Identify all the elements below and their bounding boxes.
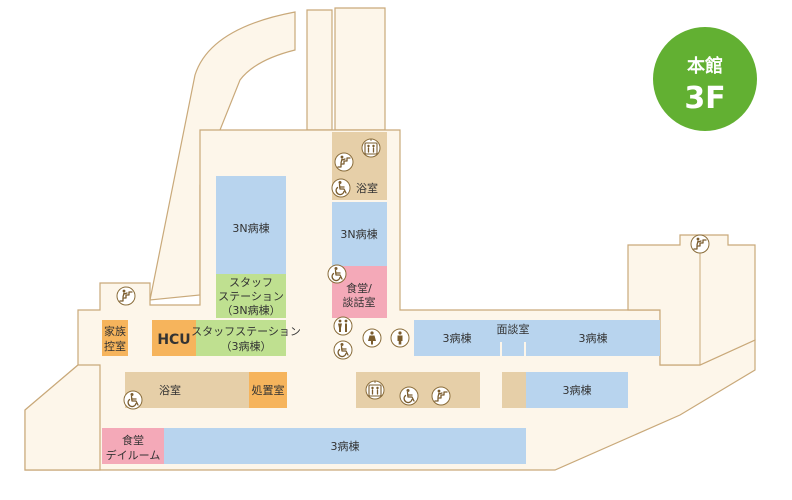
ward-3-right-bottom-room <box>526 372 628 408</box>
treatment-label: 処置室 <box>252 383 285 397</box>
ward-3n-right-label: 3N病棟 <box>340 227 377 241</box>
elevator-icon <box>365 380 385 400</box>
dining-label-2: 談話室 <box>343 295 376 309</box>
family-label-1: 家族 <box>104 324 126 338</box>
floor-badge-circle <box>653 27 757 131</box>
ward-3-right-top-label: 3病棟 <box>579 331 608 345</box>
ward-3-bottom-label: 3病棟 <box>331 439 360 453</box>
ward-3-bottom-room <box>164 428 526 464</box>
east-annex <box>627 234 756 366</box>
treatment-room <box>249 372 287 408</box>
staff-3n-label-2: ステーション <box>218 290 284 303</box>
restroom-icon <box>333 316 353 336</box>
wheelchair-icon <box>333 340 353 360</box>
staff-3-label-2: （3病棟） <box>221 339 272 353</box>
staff-3n-label-1: スタッフ <box>229 276 273 289</box>
floor-number: 3F <box>684 81 725 116</box>
dining-label-1: 食堂/ <box>346 281 372 295</box>
north-corridor <box>306 9 333 131</box>
ward-3n-right-room <box>332 202 387 266</box>
ward-3-right-bottom-label: 3病棟 <box>563 383 592 397</box>
west-wing <box>24 364 101 471</box>
ward-3-right-top-room <box>526 320 660 356</box>
family-label-2: 控室 <box>104 339 126 353</box>
male-icon <box>390 328 410 348</box>
bath-lower-label: 浴室 <box>159 383 181 397</box>
ward-3n-left-room <box>216 176 286 274</box>
dayroom-label-2: デイルーム <box>106 448 161 462</box>
stairs-icon <box>334 152 354 172</box>
northwest-wing <box>149 11 296 301</box>
interview-label: 面談室 <box>497 322 530 336</box>
bath-lower-room <box>125 372 249 408</box>
wheelchair-icon <box>399 386 419 406</box>
hcu-label: HCU <box>157 332 190 348</box>
ward-3-mid-room <box>414 320 500 356</box>
floor-badge: 本館 3F <box>653 27 757 131</box>
staff-3-label-1: スタッフステーション <box>191 325 301 338</box>
bath-upper-label: 浴室 <box>356 181 378 195</box>
hcu-room <box>152 320 196 356</box>
stairs-icon <box>116 286 136 306</box>
east-corridor-room <box>502 372 526 408</box>
staff-station-3n-room <box>216 274 286 318</box>
wheelchair-icon <box>327 264 347 284</box>
building-name: 本館 <box>687 55 723 77</box>
stairs-icon <box>690 234 710 254</box>
female-icon <box>362 328 382 348</box>
staff-3n-label-3: （3N病棟） <box>221 303 280 317</box>
north-annex <box>334 7 386 131</box>
ward-3-mid-label: 3病棟 <box>443 331 472 345</box>
interview-room <box>500 320 526 342</box>
elevator-icon <box>361 138 381 158</box>
interview-gap <box>502 342 524 356</box>
dayroom-room <box>102 428 164 464</box>
ward-3n-left-label: 3N病棟 <box>232 221 269 235</box>
family-room <box>102 320 128 356</box>
dayroom-label-1: 食堂 <box>122 433 144 447</box>
wheelchair-icon <box>123 390 143 410</box>
stairs-icon <box>431 386 451 406</box>
staff-station-3-room <box>196 320 286 356</box>
wheelchair-icon <box>331 178 351 198</box>
